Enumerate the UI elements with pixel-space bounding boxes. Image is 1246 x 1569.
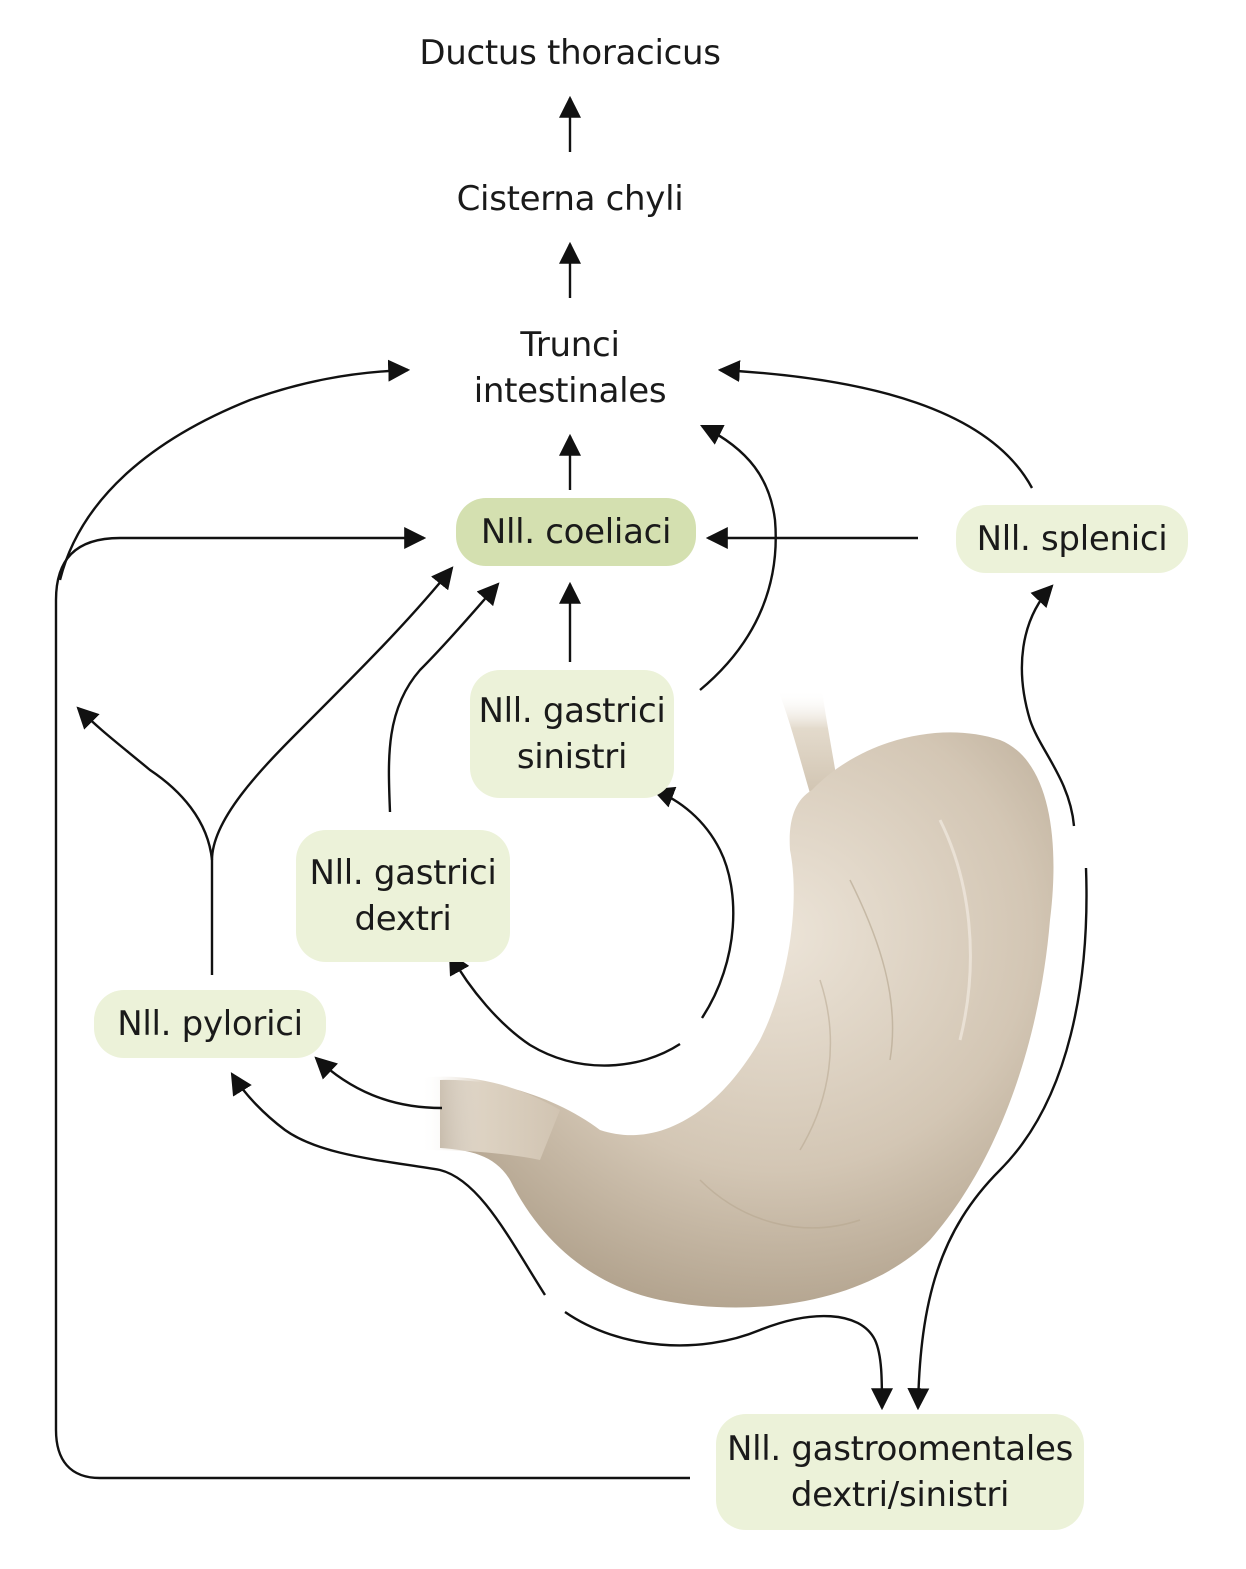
arrow-gastrici-dextri-to-coeliaci <box>387 582 500 813</box>
node-gastrici-dextri: Nll. gastrici dextri <box>296 830 510 962</box>
node-gastroomentales-line1: Nll. gastroomentales <box>726 1429 1074 1469</box>
arrow-pylorici-branch <box>210 566 454 975</box>
arrow-stomach-to-pylorici <box>314 1056 443 1110</box>
arrow-splenici-to-trunci <box>717 360 1034 489</box>
arrow-greater-curvature-to-splenici <box>1020 584 1076 827</box>
stomach-illustration <box>420 690 1054 1308</box>
node-gastroomentales: Nll. gastroomentales dextri/sinistri <box>716 1414 1084 1530</box>
arrow-curvature-to-gastrici-dextri <box>448 952 681 1067</box>
arrow-pylorici-upward <box>76 706 214 861</box>
arrow-greater-curvature-to-gastroomentales-right <box>564 1311 893 1411</box>
node-coeliaci: Nll. coeliaci <box>456 498 696 566</box>
arrow-left-to-trunci <box>58 359 411 581</box>
label-cisterna-chyli: Cisterna chyli <box>456 179 684 219</box>
node-pylorici-label: Nll. pylorici <box>117 1004 303 1044</box>
node-gastrici-dextri-line2: dextri <box>354 899 452 939</box>
node-pylorici: Nll. pylorici <box>94 990 326 1058</box>
node-coeliaci-label: Nll. coeliaci <box>480 512 672 552</box>
arrow-gastroomentales-to-coeliaci <box>54 527 690 1480</box>
node-gastrici-sinistri-line1: Nll. gastrici <box>478 691 666 731</box>
node-splenici: Nll. splenici <box>956 505 1188 573</box>
label-trunci-line2: intestinales <box>473 371 667 411</box>
node-gastrici-sinistri: Nll. gastrici sinistri <box>470 670 674 798</box>
node-gastroomentales-line2: dextri/sinistri <box>790 1475 1010 1515</box>
node-splenici-label: Nll. splenici <box>976 519 1168 559</box>
node-gastrici-sinistri-line2: sinistri <box>516 737 628 777</box>
arrow-greater-curvature-to-pylorici <box>230 1072 547 1296</box>
node-gastrici-dextri-line1: Nll. gastrici <box>309 853 497 893</box>
label-ductus-thoracicus: Ductus thoracicus <box>419 33 721 73</box>
arrow-curvature-to-gastrici-sinistri <box>651 786 735 1019</box>
label-trunci-intestinales: Trunci intestinales <box>440 322 700 414</box>
arrow-greater-curvature-to-gastroomentales-left <box>907 867 1088 1411</box>
label-trunci-line1: Trunci <box>520 325 620 365</box>
arrow-gastrici-sinistri-to-trunci <box>699 424 777 691</box>
